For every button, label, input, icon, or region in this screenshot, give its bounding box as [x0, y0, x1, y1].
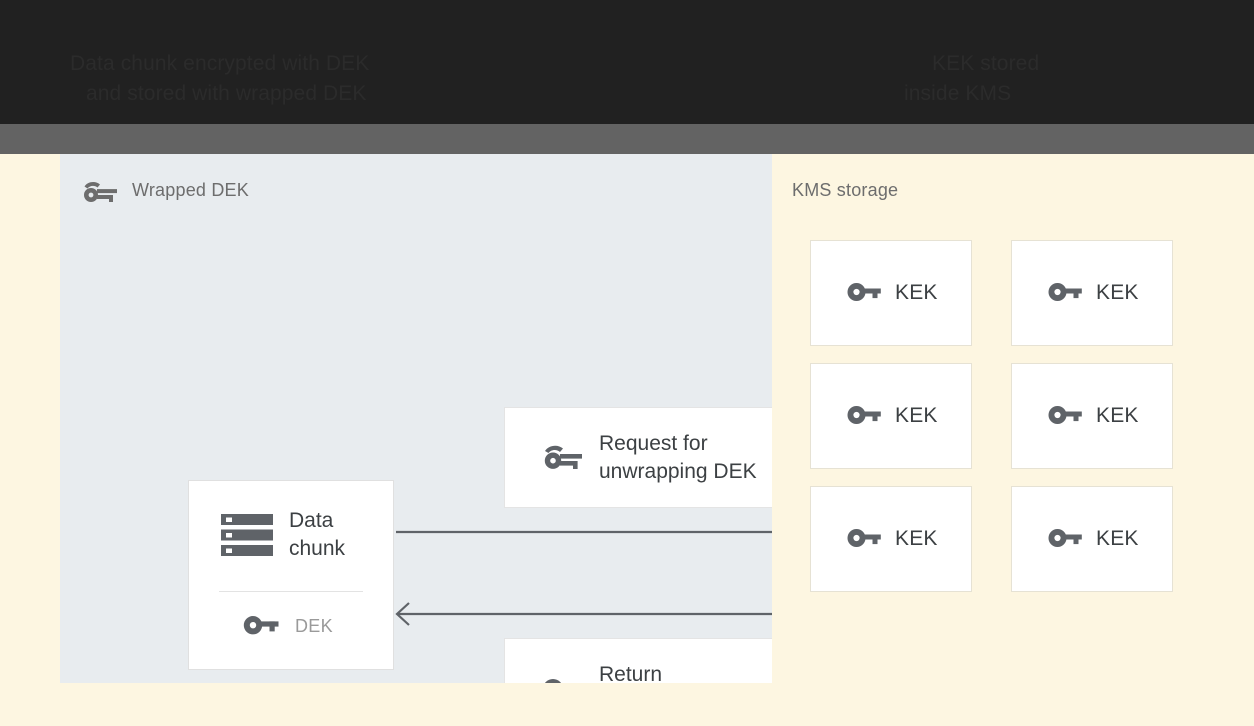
kms-storage-panel-title: KMS storage: [792, 180, 899, 200]
wrapped-key-icon: [84, 182, 117, 202]
kek-label: KEK: [1096, 281, 1139, 304]
header-caption-right-line-2: inside KMS: [904, 82, 1012, 105]
key-icon: [544, 678, 562, 683]
key-icon: [847, 529, 881, 547]
storage-icon: [221, 514, 273, 556]
kms-storage-panel: KMS storage KEK KEK: [772, 154, 1254, 683]
kek-label: KEK: [1096, 527, 1139, 550]
header-caption-right-line-1: KEK stored: [932, 52, 1040, 75]
wrapped-dek-panel-title: Wrapped DEK: [132, 180, 249, 200]
header-gray-band-left: [0, 124, 60, 154]
kek-box[interactable]: KEK: [1011, 363, 1173, 469]
header-caption-line-2: and stored with wrapped DEK: [86, 82, 367, 105]
key-icon: [243, 616, 279, 635]
return-arrow-left: [395, 602, 772, 626]
header-caption-line-1: Data chunk encrypted with DEK: [70, 52, 370, 75]
data-chunk-card[interactable]: Data chunk DEK: [188, 480, 394, 670]
header-dark-region: Data chunk encrypted with DEK and stored…: [0, 0, 1254, 124]
data-chunk-label: Data chunk: [289, 509, 346, 560]
kek-label: KEK: [895, 281, 938, 304]
kek-box[interactable]: KEK: [810, 363, 972, 469]
return-unwrapped-card[interactable]: Return unwrapped DEK: [504, 638, 772, 683]
kek-grid: KEK KEK KEK: [810, 240, 1212, 592]
key-icon: [847, 406, 881, 424]
kek-box[interactable]: KEK: [810, 486, 972, 592]
header-gray-band: [60, 124, 1254, 154]
wrapped-dek-panel: Wrapped DEK Request for unwrapping DEK: [60, 154, 772, 683]
key-icon: [1048, 529, 1082, 547]
request-unwrapping-label: Request for unwrapping DEK: [599, 431, 757, 483]
kek-box[interactable]: KEK: [1011, 486, 1173, 592]
key-icon: [1048, 283, 1082, 301]
return-unwrapped-label: Return unwrapped DEK: [599, 662, 663, 684]
kek-label: KEK: [895, 527, 938, 550]
dek-label: DEK: [295, 615, 333, 636]
data-card-divider: [219, 591, 363, 592]
key-icon: [847, 283, 881, 301]
key-icon: [1048, 406, 1082, 424]
request-arrow-right: [396, 530, 772, 534]
kek-label: KEK: [895, 404, 938, 427]
kek-box[interactable]: KEK: [810, 240, 972, 346]
request-unwrapping-card[interactable]: Request for unwrapping DEK: [504, 407, 772, 508]
dek-row: DEK: [243, 613, 333, 639]
wrapped-key-icon: [544, 445, 582, 469]
kek-label: KEK: [1096, 404, 1139, 427]
data-chunk-row: Data chunk: [219, 507, 345, 563]
kek-box[interactable]: KEK: [1011, 240, 1173, 346]
